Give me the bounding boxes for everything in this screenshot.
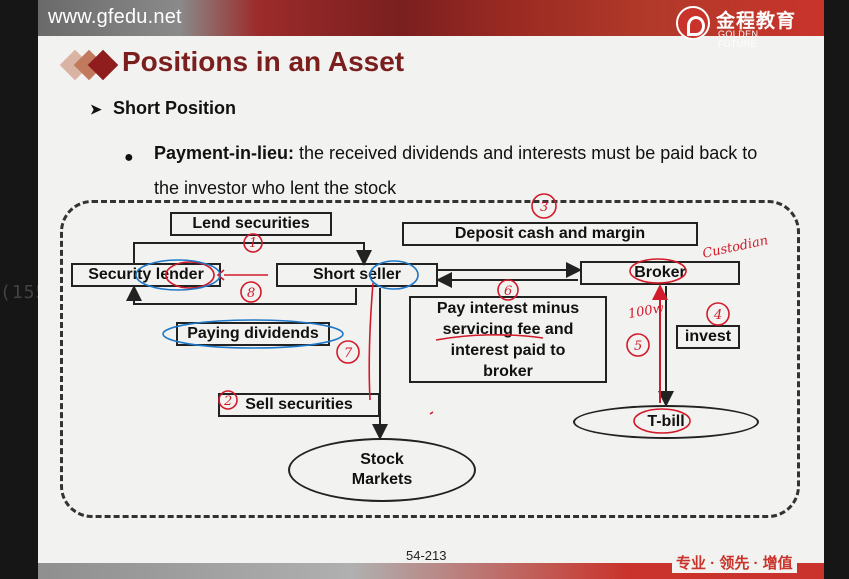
bullet-short-position: ➤ Short Position: [90, 98, 236, 119]
slide: www.gfedu.net 金程教育 GOLDEN FUTURE Positio…: [38, 0, 824, 579]
logo-chinese-name: 金程教育: [716, 11, 797, 32]
paying-dividends-box: Paying dividends: [176, 322, 330, 346]
pay-interest-box: Pay interest minus servicing fee and int…: [409, 296, 607, 383]
logo-english-name: GOLDEN FUTURE: [718, 29, 759, 49]
bullet-heading: Short Position: [113, 98, 237, 118]
bullet-term: Payment-in-lieu:: [154, 143, 295, 163]
stock-markets-line-2: Markets: [351, 471, 413, 488]
site-url[interactable]: www.gfedu.net: [48, 6, 182, 28]
security-lender-box: Security lender: [71, 263, 221, 287]
brand-logo: 金程教育 GOLDEN FUTURE: [670, 2, 800, 49]
footer-slogan: 专业 · 领先 · 增值: [672, 552, 797, 573]
arrow-bullet-icon: ➤: [90, 101, 102, 117]
diagram-frame: [60, 200, 800, 518]
deposit-cash-margin-box: Deposit cash and margin: [402, 222, 698, 246]
pay-interest-line-2: servicing fee and: [442, 320, 574, 338]
t-bill-ellipse: T-bill: [573, 405, 759, 439]
short-seller-box: Short seller: [276, 263, 438, 287]
bullet-body: the received dividends and interests mus…: [154, 143, 758, 198]
logo-emblem-icon: [676, 6, 710, 40]
bullet-text: Payment-in-lieu: the received dividends …: [154, 136, 784, 206]
footer-bar: [38, 563, 824, 579]
invest-box: invest: [676, 325, 740, 349]
stock-markets-line-1: Stock: [360, 451, 404, 468]
pay-interest-line-1: Pay interest minus: [436, 299, 580, 317]
sell-securities-box: Sell securities: [218, 393, 380, 417]
page-number: 54-213: [406, 548, 447, 563]
stock-markets-ellipse: Stock Markets: [288, 438, 476, 502]
diamond-deco-icon: [59, 49, 120, 81]
dot-bullet-icon: ●: [124, 149, 134, 166]
title-row: Positions in an Asset: [38, 36, 824, 94]
page-title: Positions in an Asset: [122, 46, 405, 77]
lend-securities-box: Lend securities: [170, 212, 332, 236]
pay-interest-line-3: interest paid to: [450, 341, 566, 359]
broker-box: Broker: [580, 261, 740, 285]
header-bar: www.gfedu.net 金程教育 GOLDEN FUTURE: [38, 0, 824, 49]
pay-interest-line-4: broker: [483, 362, 533, 380]
